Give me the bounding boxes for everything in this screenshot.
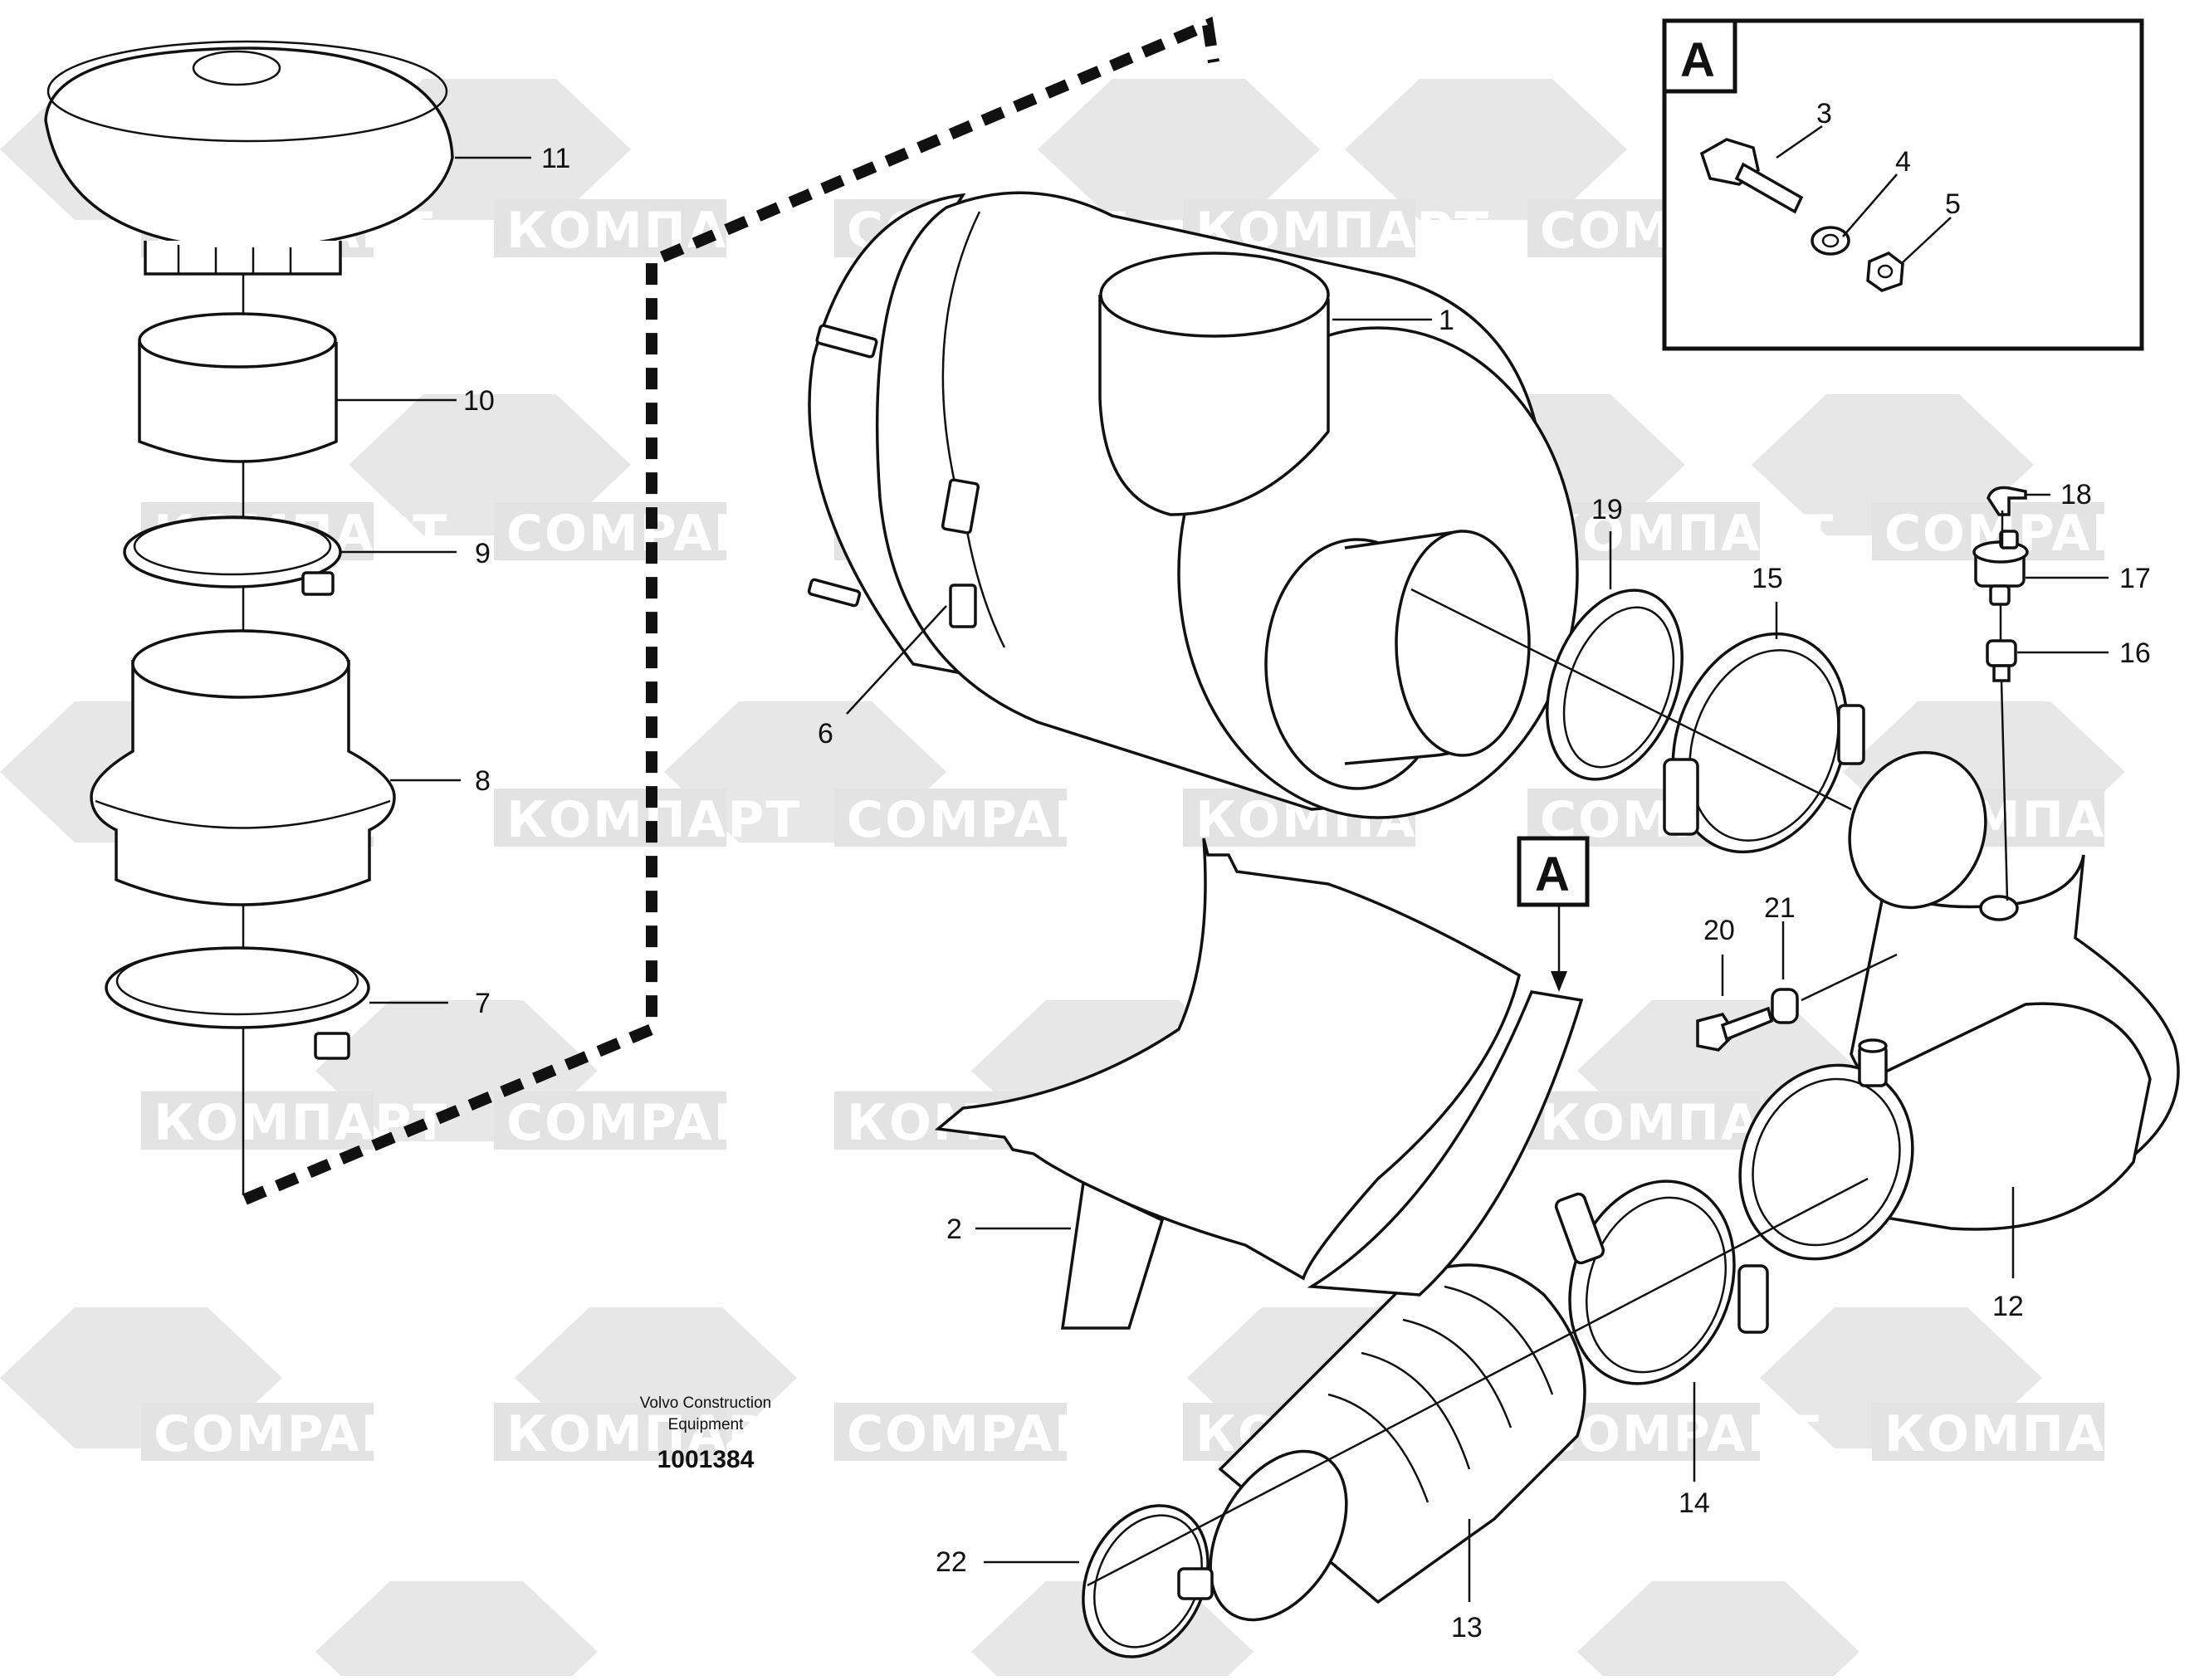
elbow-pipe-part (1738, 750, 2180, 1261)
v-band-clamp-lower-part (1554, 1179, 1769, 1385)
callout-16: 16 (2119, 637, 2151, 669)
callout-11: 11 (541, 143, 570, 174)
svg-text:КОМПАРТ: КОМПАРТ (1884, 1405, 2179, 1463)
detail-box-ref: A (1680, 33, 1715, 87)
leader-lines (336, 125, 2109, 1602)
callout-5: 5 (1945, 188, 1961, 220)
callout-9: 9 (475, 538, 491, 569)
callout-4: 4 (1895, 146, 1911, 178)
precleaner-cap-part (44, 40, 454, 276)
callout-15: 15 (1752, 563, 1783, 594)
callout-22: 22 (936, 1546, 967, 1578)
callout-21: 21 (1764, 892, 1796, 924)
svg-text:COMPART: COMPART (506, 1094, 787, 1152)
callout-2: 2 (946, 1214, 962, 1245)
svg-text:КОМПАРТ: КОМПАРТ (506, 202, 801, 260)
detail-pointer-a: A (1517, 836, 1590, 992)
callout-18: 18 (2060, 479, 2092, 510)
left-stack (44, 40, 454, 1195)
hose-clamp-outlet-part (1082, 1504, 1214, 1658)
callout-7: 7 (475, 988, 491, 1019)
hose-clamp-upper-part (123, 515, 342, 596)
v-band-clamp-upper-part (1663, 632, 1865, 854)
callout-17: 17 (2119, 563, 2151, 594)
svg-text:КОМПАРТ: КОМПАРТ (1540, 505, 1835, 563)
air-filter-housing-part (807, 191, 1579, 819)
publisher-block: Volvo Construction Equipment 1001384 (640, 1394, 771, 1473)
detail-pointer-ref: A (1535, 847, 1570, 901)
sensor-fittings-part (1972, 486, 2029, 901)
callout-1: 1 (1439, 305, 1454, 336)
hose-clamp-lower-part (105, 946, 370, 1060)
callout-3: 3 (1816, 98, 1832, 129)
drawing-number: 1001384 (657, 1446, 755, 1473)
callout-12: 12 (1992, 1291, 2024, 1322)
svg-text:COMPART: COMPART (847, 1405, 1127, 1463)
svg-text:COMPART: COMPART (154, 1405, 434, 1463)
callout-19: 19 (1591, 494, 1623, 525)
assembly-axis-lower (1087, 1177, 1869, 1587)
rubber-elbow-bellow-part (1209, 1263, 1586, 1622)
callout-13: 13 (1451, 1612, 1483, 1643)
callout-6: 6 (818, 718, 833, 750)
assembly-dashed-outline (242, 17, 1219, 1205)
callout-8: 8 (475, 765, 491, 797)
callout-20: 20 (1703, 915, 1735, 946)
bolt-and-spacer-part (1696, 953, 1898, 1052)
sleeve-part (138, 312, 338, 463)
publisher-line-2: Equipment (668, 1416, 745, 1433)
rubber-bellow-part (90, 629, 396, 906)
publisher-line-1: Volvo Construction (640, 1394, 771, 1412)
svg-text:COMPART: COMPART (1540, 1405, 1820, 1463)
callout-10: 10 (463, 385, 495, 417)
callout-labels: 1 2 3 4 5 6 7 8 9 10 11 12 13 14 15 16 1… (463, 98, 2151, 1643)
callout-14: 14 (1679, 1487, 1710, 1519)
detail-view-a: A (1662, 18, 2144, 351)
svg-text:COMPART: COMPART (847, 791, 1127, 849)
assembly-axis-upper (1410, 588, 1852, 811)
svg-text:КОМПАРТ: КОМПАРТ (154, 1094, 448, 1152)
svg-text:КОМПАРТ: КОМПАРТ (506, 1405, 801, 1463)
support-bracket-part (934, 838, 1584, 1330)
